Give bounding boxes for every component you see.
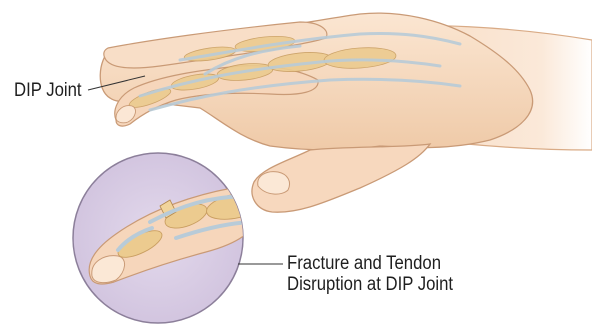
dip-joint-label: DIP Joint bbox=[14, 80, 82, 102]
fracture-label: Fracture and Tendon Disruption at DIP Jo… bbox=[287, 253, 453, 295]
thumbnail bbox=[258, 172, 290, 194]
fracture-label-line-2: Disruption at DIP Joint bbox=[287, 274, 453, 295]
fracture-label-line-1: Fracture and Tendon bbox=[287, 253, 453, 274]
magnifier-inset bbox=[73, 153, 268, 323]
